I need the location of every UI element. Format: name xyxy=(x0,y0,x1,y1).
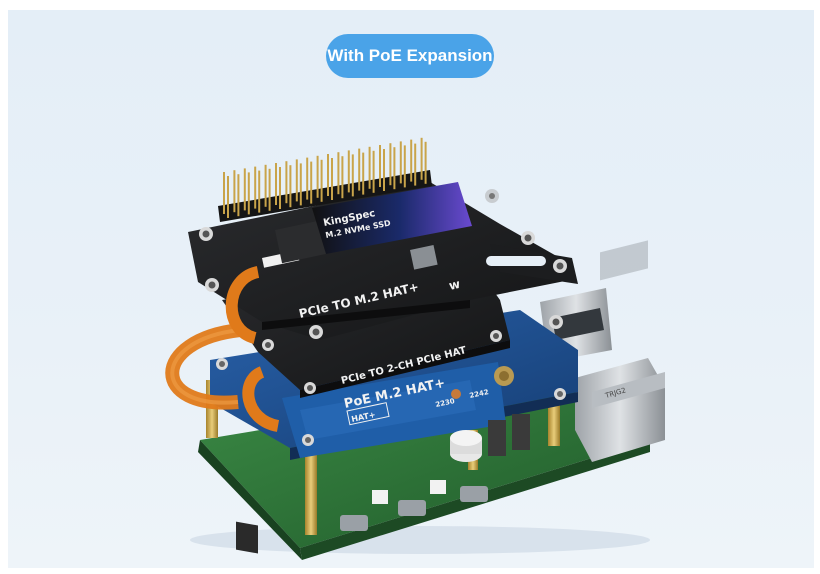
gpio-header xyxy=(218,170,432,222)
pcie-m2-hat-board: PCIe TO M.2 HAT+ w xyxy=(188,182,578,340)
gpio-pins xyxy=(223,137,427,218)
ethernet-port: TRJG2 xyxy=(575,240,665,462)
size-label-2230: 2230 xyxy=(435,397,456,409)
size-label-2242: 2242 xyxy=(469,388,490,400)
stack-shadow xyxy=(190,526,650,554)
flex-cables xyxy=(165,266,280,432)
nvme-ssd-card: KingSpec M.2 NVMe SSD xyxy=(312,182,499,254)
pi-bottom-connectors xyxy=(236,480,488,554)
poe-expansion-badge-label: With PoE Expansion xyxy=(327,46,493,65)
waveshare-logo: w xyxy=(448,277,462,293)
poe-expansion-badge: With PoE Expansion xyxy=(326,34,494,78)
